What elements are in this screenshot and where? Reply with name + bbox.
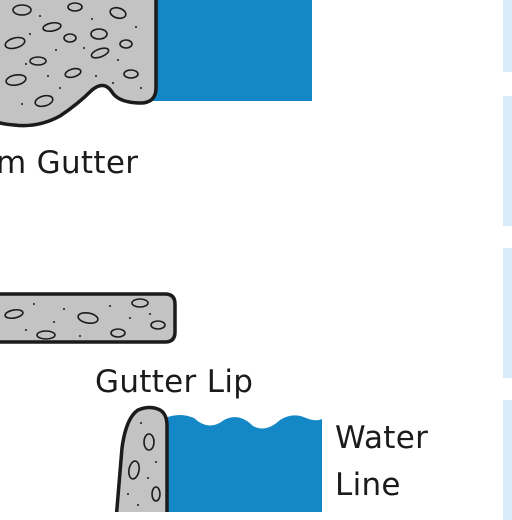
water-body-bottom [165,415,322,512]
curb-concrete [114,405,169,512]
water-block-top [148,0,312,101]
concrete-texture-middle [4,298,166,340]
concrete-texture-top [4,2,139,108]
water-line-label-line-1: Water [335,420,429,456]
gutter-lip-label: Gutter Lip [95,364,254,400]
side-panel-4 [503,400,512,520]
gutter-lip-concrete [0,292,177,344]
concrete-speckles-top [21,15,142,105]
side-panel-3 [503,248,512,378]
storm-gutter-label: m Gutter [0,145,139,181]
concrete-speckles-bottom [127,422,157,506]
concrete-speckles-middle [25,303,151,337]
concrete-texture-bottom [128,433,161,502]
storm-gutter-concrete [0,0,158,128]
side-panel-1 [503,0,512,72]
side-panel-2 [503,96,512,226]
water-line-label-line-2: Line [335,467,401,503]
water-line-label: Water Line [335,415,428,509]
